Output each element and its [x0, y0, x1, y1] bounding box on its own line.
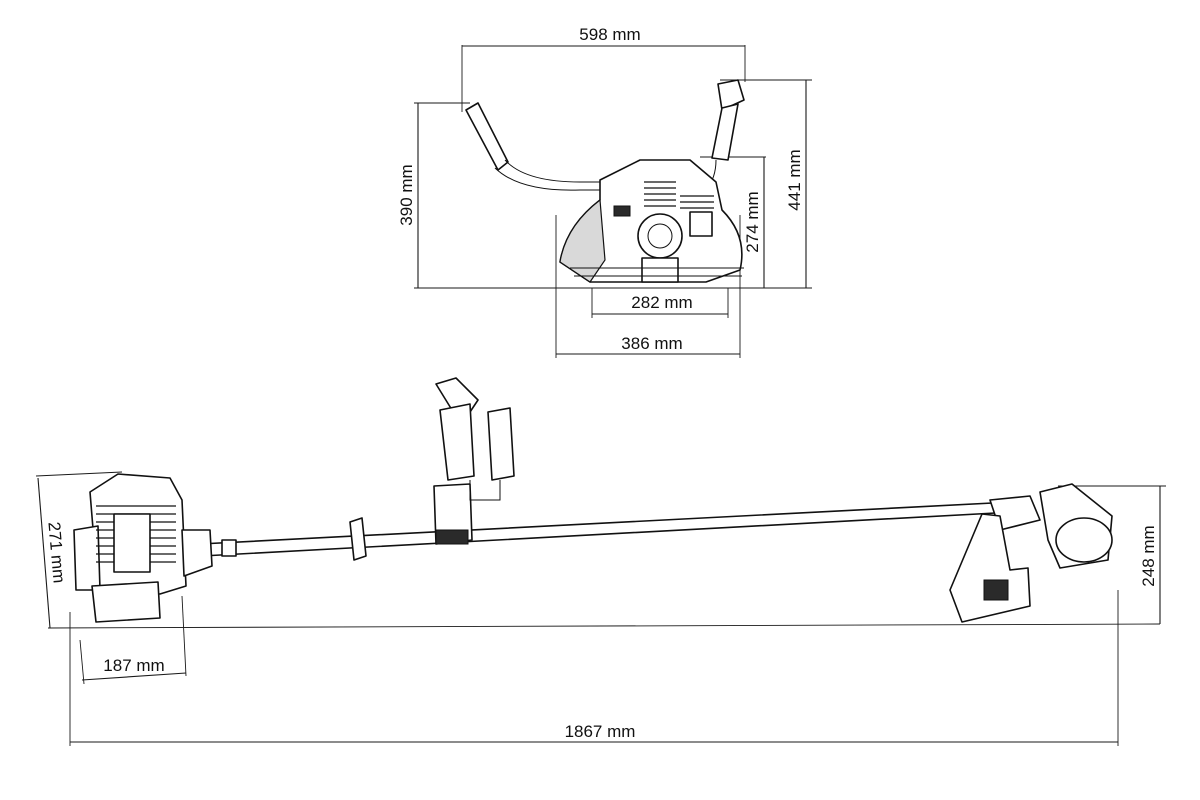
clamp-knob: [435, 529, 469, 545]
engine-side-panel: [559, 198, 606, 283]
fuel-tank-front: [641, 257, 679, 283]
guard-bracket: [983, 579, 1009, 601]
engine-rear-cover: [73, 525, 101, 591]
cooling-fins-front: [644, 181, 714, 209]
dimension-line-187: [81, 672, 187, 681]
side-view: 271 mm 187 mm 1867 mm 248 mm: [35, 377, 1166, 746]
extension-line: [35, 471, 123, 477]
dim-label-engine-depth: 187 mm: [103, 656, 164, 675]
throttle-grip: [439, 403, 475, 481]
handlebar-left-tube: [494, 167, 600, 191]
harness-hook: [349, 517, 367, 561]
drive-shaft: [199, 501, 1015, 557]
handlebar-mount: [349, 377, 515, 561]
blade-guard: [949, 513, 1031, 623]
throttle-housing: [717, 79, 745, 111]
cutting-head: [949, 483, 1113, 623]
dim-label-engine-height: 274 mm: [743, 191, 762, 252]
dim-label-base-width: 386 mm: [621, 334, 682, 353]
handlebar-left-tube-inner: [504, 159, 600, 183]
extension-line: [79, 639, 85, 685]
clutch-housing: [181, 529, 213, 577]
choke-lever: [613, 205, 631, 217]
dim-label-overall-length: 1867 mm: [565, 722, 636, 741]
dim-label-head-height: 248 mm: [1139, 525, 1158, 586]
spark-plug-cover: [113, 513, 151, 573]
air-filter-cover: [689, 211, 713, 237]
shaft-clamp: [221, 539, 237, 557]
dim-label-top-width: 598 mm: [579, 25, 640, 44]
handlebar-tube-side: [469, 480, 501, 501]
engine-side: [73, 473, 213, 623]
extension-line: [47, 623, 1161, 629]
dim-label-overall-height: 441 mm: [785, 149, 804, 210]
dim-label-handle-height: 390 mm: [397, 164, 416, 225]
dim-label-side-height: 271 mm: [44, 521, 68, 584]
right-grip: [711, 103, 739, 161]
left-grip: [465, 102, 509, 171]
handlebar-clamp: [433, 483, 473, 545]
extension-line: [181, 595, 187, 677]
dimension-line-271: [37, 477, 51, 629]
dim-label-engine-width: 282 mm: [631, 293, 692, 312]
side-grip: [487, 407, 515, 481]
front-view: 598 mm 390 mm 441 mm 274 mm 282 mm 386 m…: [397, 25, 812, 358]
starter-hub: [647, 223, 673, 249]
fuel-tank-side: [91, 581, 161, 623]
starter-cover: [637, 213, 683, 259]
spool: [1055, 517, 1113, 563]
throttle-top: [435, 377, 479, 413]
